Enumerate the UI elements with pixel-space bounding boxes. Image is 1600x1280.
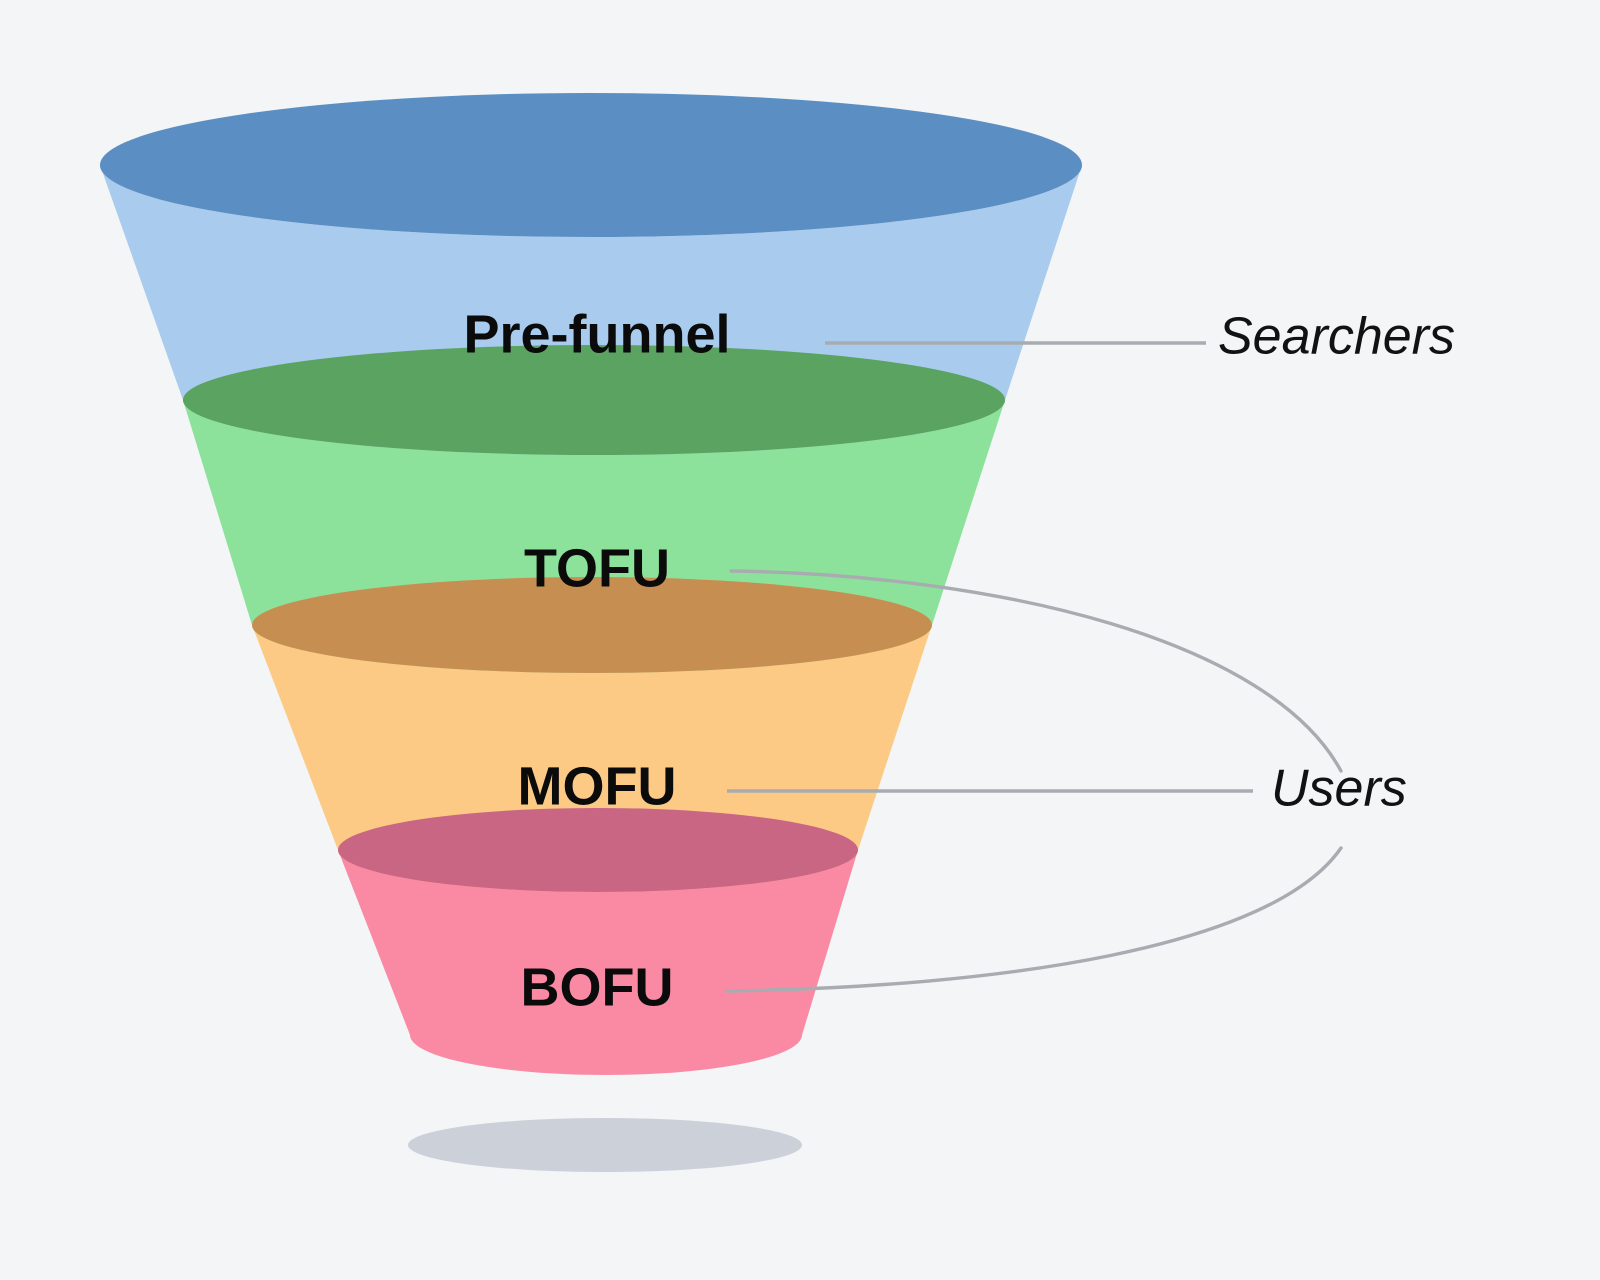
stage-label-pre-funnel: Pre-funnel (463, 304, 730, 364)
annotation-label-searchers: Searchers (1218, 308, 1455, 366)
connector-curve-tofu-users (729, 569, 1343, 773)
stage-cap-mofu (252, 577, 932, 673)
annotation-label-users: Users (1271, 760, 1407, 818)
stage-cap-bofu (338, 808, 858, 892)
stage-label-bofu: BOFU (521, 957, 674, 1017)
stage-cap-tofu (183, 345, 1005, 455)
stage-label-mofu: MOFU (518, 756, 677, 816)
funnel-stage-bofu[interactable] (338, 808, 858, 1075)
stage-cap-pre-funnel (100, 93, 1082, 237)
stage-body-bofu (338, 850, 858, 1075)
connector-curve-bofu-users (725, 846, 1343, 993)
stage-label-tofu: TOFU (524, 538, 670, 598)
funnel-base-shadow (408, 1118, 802, 1172)
